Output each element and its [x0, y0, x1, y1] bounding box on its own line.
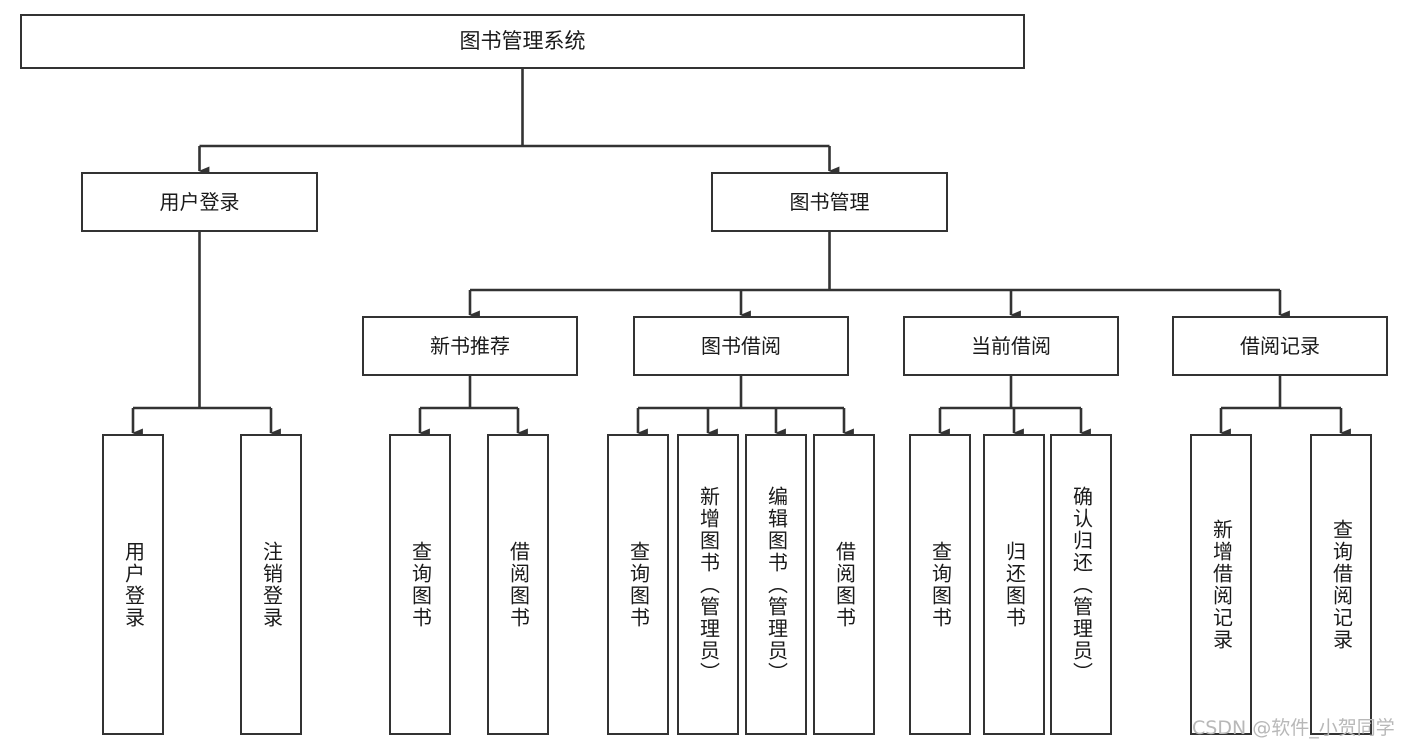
node-leaf-add-book-admin[interactable]: 新增图书（管理员）	[677, 434, 739, 735]
node-label-leaf-query-borrow-record: 查询借阅记录	[1329, 518, 1354, 651]
node-label-book-manage: 图书管理	[789, 189, 870, 214]
node-label-leaf-add-borrow-record: 新增借阅记录	[1209, 518, 1234, 651]
node-label-leaf-borrow-book-1: 借阅图书	[506, 540, 531, 629]
node-borrow-record[interactable]: 借阅记录	[1172, 316, 1388, 376]
node-user-login[interactable]: 用户登录	[81, 172, 318, 232]
node-leaf-confirm-return-admin[interactable]: 确认归还（管理员）	[1050, 434, 1112, 735]
node-label-root: 图书管理系统	[459, 29, 586, 54]
node-label-leaf-borrow-book-2: 借阅图书	[832, 540, 857, 629]
node-leaf-user-login[interactable]: 用户登录	[102, 434, 164, 735]
node-label-leaf-query-book-3: 查询图书	[928, 540, 953, 629]
node-label-leaf-query-book-2: 查询图书	[626, 540, 651, 629]
node-leaf-add-borrow-record[interactable]: 新增借阅记录	[1190, 434, 1252, 735]
node-root[interactable]: 图书管理系统	[20, 14, 1025, 69]
node-leaf-borrow-book-1[interactable]: 借阅图书	[487, 434, 549, 735]
node-label-current-borrow: 当前借阅	[971, 333, 1051, 358]
node-label-new-book-recommend: 新书推荐	[430, 333, 510, 358]
node-label-leaf-return-book: 归还图书	[1002, 540, 1027, 629]
node-label-book-borrow: 图书借阅	[701, 333, 781, 358]
node-book-borrow[interactable]: 图书借阅	[633, 316, 849, 376]
node-leaf-query-book-3[interactable]: 查询图书	[909, 434, 971, 735]
node-leaf-edit-book-admin[interactable]: 编辑图书（管理员）	[745, 434, 807, 735]
node-label-leaf-add-book-admin: 新增图书（管理员）	[696, 485, 721, 684]
node-label-leaf-confirm-return-admin: 确认归还（管理员）	[1069, 485, 1094, 684]
node-leaf-logout-login[interactable]: 注销登录	[240, 434, 302, 735]
node-label-user-login: 用户登录	[159, 189, 240, 214]
node-book-manage[interactable]: 图书管理	[711, 172, 948, 232]
node-leaf-query-borrow-record[interactable]: 查询借阅记录	[1310, 434, 1372, 735]
node-label-borrow-record: 借阅记录	[1240, 333, 1320, 358]
node-label-leaf-query-book-1: 查询图书	[408, 540, 433, 629]
node-leaf-query-book-2[interactable]: 查询图书	[607, 434, 669, 735]
csdn-watermark: CSDN @软件_小贺同学	[1192, 717, 1395, 739]
node-leaf-return-book[interactable]: 归还图书	[983, 434, 1045, 735]
node-label-leaf-edit-book-admin: 编辑图书（管理员）	[764, 485, 789, 684]
node-label-leaf-logout-login: 注销登录	[259, 540, 284, 629]
node-label-leaf-user-login: 用户登录	[121, 540, 146, 629]
node-leaf-query-book-1[interactable]: 查询图书	[389, 434, 451, 735]
node-leaf-borrow-book-2[interactable]: 借阅图书	[813, 434, 875, 735]
node-new-book-recommend[interactable]: 新书推荐	[362, 316, 578, 376]
node-current-borrow[interactable]: 当前借阅	[903, 316, 1119, 376]
